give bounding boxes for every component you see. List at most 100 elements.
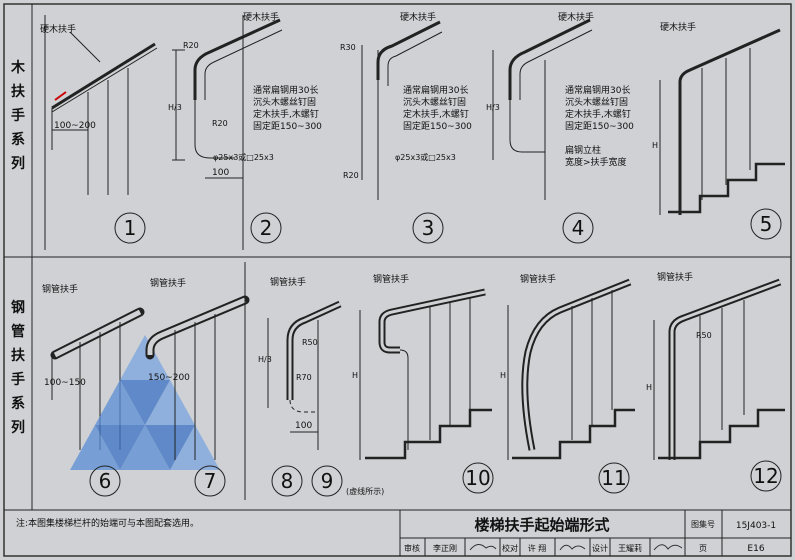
- flat-post-note: 宽度>扶手宽度: [565, 156, 627, 168]
- dim-100: 100: [212, 168, 229, 178]
- fixing-note-line: 定木扶手,木螺钉: [403, 108, 469, 120]
- page-label: 页: [699, 544, 707, 553]
- radius-r30: R30: [340, 43, 356, 52]
- wood-series-char: 系: [11, 131, 25, 148]
- radius-r20: R20: [212, 119, 228, 128]
- detail-5: 硬木扶手 H 5: [652, 21, 785, 240]
- dim-100-200: 100~200: [54, 121, 96, 131]
- checker-name: 许 翔: [528, 543, 547, 553]
- detail-number: 3: [422, 216, 435, 240]
- detail-1: 硬木扶手 100~200 1: [40, 15, 158, 250]
- fixing-note-line: 通常扁钢用30长: [403, 84, 468, 96]
- steel-series-char: 管: [11, 323, 25, 340]
- tube-size: φ25x3或□25x3: [395, 152, 456, 162]
- tube-size: φ25x3或□25x3: [213, 152, 274, 162]
- atlas-no-label: 图集号: [691, 519, 715, 529]
- detail-number: 1: [124, 216, 137, 240]
- dim-100: 100: [295, 421, 312, 431]
- watermark-logo: [70, 335, 220, 470]
- height-h-third: H/3: [258, 355, 272, 364]
- steel-handrail-label: 钢管扶手: [657, 271, 693, 283]
- detail-number: 9: [321, 469, 334, 493]
- fixing-note-line: 固定距150~300: [253, 120, 322, 132]
- wood-handrail-label: 硬木扶手: [400, 11, 436, 23]
- height-h: H: [646, 383, 652, 392]
- detail-4: 硬木扶手 H/3 通常扁钢用30长 沉头木螺丝钉固 定木扶手,木螺钉 固定距15…: [486, 11, 634, 244]
- designer-signature: [653, 544, 683, 551]
- wood-handrail-label: 硬木扶手: [558, 11, 594, 23]
- checker-signature: [559, 544, 586, 551]
- detail-number: 6: [99, 469, 112, 493]
- steel-handrail-label: 钢管扶手: [150, 277, 186, 289]
- wood-handrail-label: 硬木扶手: [243, 11, 279, 23]
- height-h: H: [652, 141, 658, 150]
- reviewer-name: 李正刚: [433, 543, 457, 553]
- steel-handrail-label: 钢管扶手: [520, 273, 556, 285]
- fixing-note-line: 通常扁钢用30长: [565, 84, 630, 96]
- steel-series-char: 手: [11, 371, 25, 388]
- footer-note: 注:本图集楼梯栏杆的始端可与本图配套选用。: [16, 517, 199, 529]
- detail-8-9: 钢管扶手 R50 R70 H/3 100 8 9 (虚线所示): [244, 262, 384, 500]
- detail-3: 硬木扶手 R30 R20 φ25x3或□25x3 通常扁钢用30长 沉头木螺丝钉…: [340, 11, 472, 244]
- radius-r20: R20: [183, 41, 199, 50]
- steel-series-label: 钢 管 扶 手 系 列: [11, 299, 26, 436]
- wood-series-char: 扶: [11, 83, 26, 100]
- design-label: 设计: [592, 543, 608, 553]
- atlas-no: 15J403-1: [736, 521, 776, 531]
- wood-handrail-label: 硬木扶手: [40, 23, 76, 35]
- steel-series-char: 扶: [11, 347, 26, 364]
- steel-handrail-label: 钢管扶手: [42, 283, 78, 295]
- steel-handrail-label: 钢管扶手: [270, 276, 306, 288]
- detail-6: 钢管扶手 100~150 6: [42, 283, 220, 497]
- fixing-note-line: 沉头木螺丝钉固: [565, 96, 628, 108]
- steel-series-char: 钢: [11, 299, 25, 316]
- fixing-note-line: 固定距150~300: [403, 120, 472, 132]
- detail-10: 钢管扶手 H 10: [352, 273, 494, 494]
- height-h: H: [352, 371, 358, 380]
- fixing-note-line: 沉头木螺丝钉固: [403, 96, 466, 108]
- detail-number: 7: [204, 469, 217, 493]
- radius-r20: R20: [343, 171, 359, 180]
- radius-r70: R70: [296, 373, 312, 382]
- detail-number: 10: [465, 466, 490, 490]
- steel-handrail-label: 钢管扶手: [373, 273, 409, 285]
- detail-number: 8: [281, 469, 294, 493]
- wood-series-char: 手: [11, 107, 25, 124]
- detail-12: 钢管扶手 R50 H 12: [646, 271, 785, 492]
- dim-150-200: 150~200: [148, 373, 190, 383]
- detail-number: 4: [572, 216, 585, 240]
- review-label: 审核: [404, 543, 420, 553]
- height-h-third: H/3: [168, 103, 182, 112]
- radius-r50: R50: [302, 338, 318, 347]
- fixing-note-line: 定木扶手,木螺钉: [253, 108, 319, 120]
- detail-number: 11: [601, 466, 626, 490]
- drawing-title: 楼梯扶手起始端形式: [474, 516, 609, 534]
- height-h-third: H/3: [486, 103, 500, 112]
- detail-2: 硬木扶手 R20 R20 H/3 100 φ25x3或□25x3 通常扁钢用30…: [168, 11, 322, 250]
- page-number: E16: [747, 544, 764, 554]
- flat-post-note: 扁钢立柱: [565, 144, 601, 156]
- radius-r50: R50: [696, 331, 712, 340]
- detail-11: 钢管扶手 H 11: [500, 273, 635, 494]
- fixing-note-line: 沉头木螺丝钉固: [253, 96, 316, 108]
- fixing-note-line: 定木扶手,木螺钉: [565, 108, 631, 120]
- wood-series-char: 木: [10, 59, 26, 76]
- check-label: 校对: [502, 543, 518, 553]
- fixing-note-line: 通常扁钢用30长: [253, 84, 318, 96]
- steel-series-char: 列: [11, 419, 25, 436]
- wood-handrail-label: 硬木扶手: [660, 21, 696, 33]
- wood-series-char: 列: [11, 155, 25, 172]
- fixing-note-line: 固定距150~300: [565, 120, 634, 132]
- wood-series-label: 木 扶 手 系 列: [10, 59, 26, 172]
- detail-7: 钢管扶手 150~200 7: [145, 277, 250, 497]
- detail-number: 5: [760, 212, 773, 236]
- detail-number: 2: [260, 216, 273, 240]
- designer-name: 王耀莉: [618, 543, 642, 553]
- height-h: H: [500, 371, 506, 380]
- detail-number: 12: [753, 464, 778, 488]
- outer-frame: [3, 3, 792, 557]
- dim-100-150: 100~150: [44, 378, 86, 388]
- dashed-note: (虚线所示): [346, 486, 384, 496]
- title-block: 注:本图集楼梯栏杆的始端可与本图配套选用。 楼梯扶手起始端形式 图集号 15J4…: [16, 510, 791, 556]
